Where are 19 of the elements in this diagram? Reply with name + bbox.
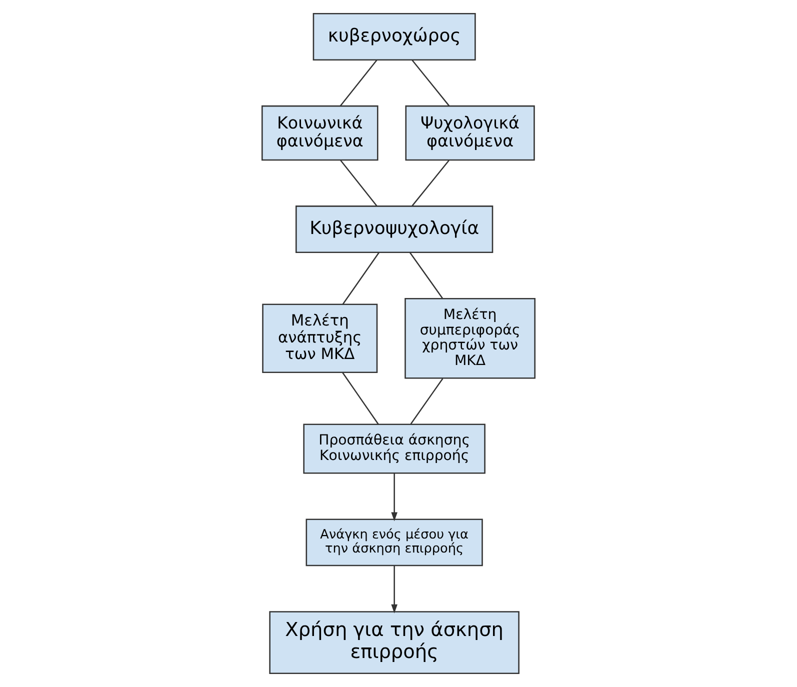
node-box: Ψυχολογικά φαινόμενα (405, 105, 535, 161)
connector (410, 252, 443, 299)
connector (412, 160, 450, 206)
node-box: Προσπάθεια άσκησης Κοινωνικής επιρροής (303, 424, 486, 474)
node-box: Κοινωνικά φαινόμενα (262, 105, 378, 161)
connector (410, 378, 444, 424)
node-box: Ανάγκη ενός μέσου για την άσκηση επιρροής (306, 518, 483, 566)
arrow (391, 473, 398, 522)
node-box: Μελέτη συμπεριφοράς χρηστών των ΜΚΔ (404, 298, 536, 379)
node-box: Κυβερνοψυχολογία (296, 206, 494, 254)
node-box: Μελέτη ανάπτυξης των ΜΚΔ (262, 304, 378, 374)
connector (340, 60, 378, 106)
arrow (391, 566, 398, 614)
connector (342, 372, 379, 425)
connector (342, 252, 380, 304)
connector (340, 160, 378, 206)
node-box: κυβερνοχώρος (312, 13, 476, 60)
connector (412, 60, 450, 106)
node-box: Χρήση για την άσκηση επιρροής (269, 611, 520, 674)
